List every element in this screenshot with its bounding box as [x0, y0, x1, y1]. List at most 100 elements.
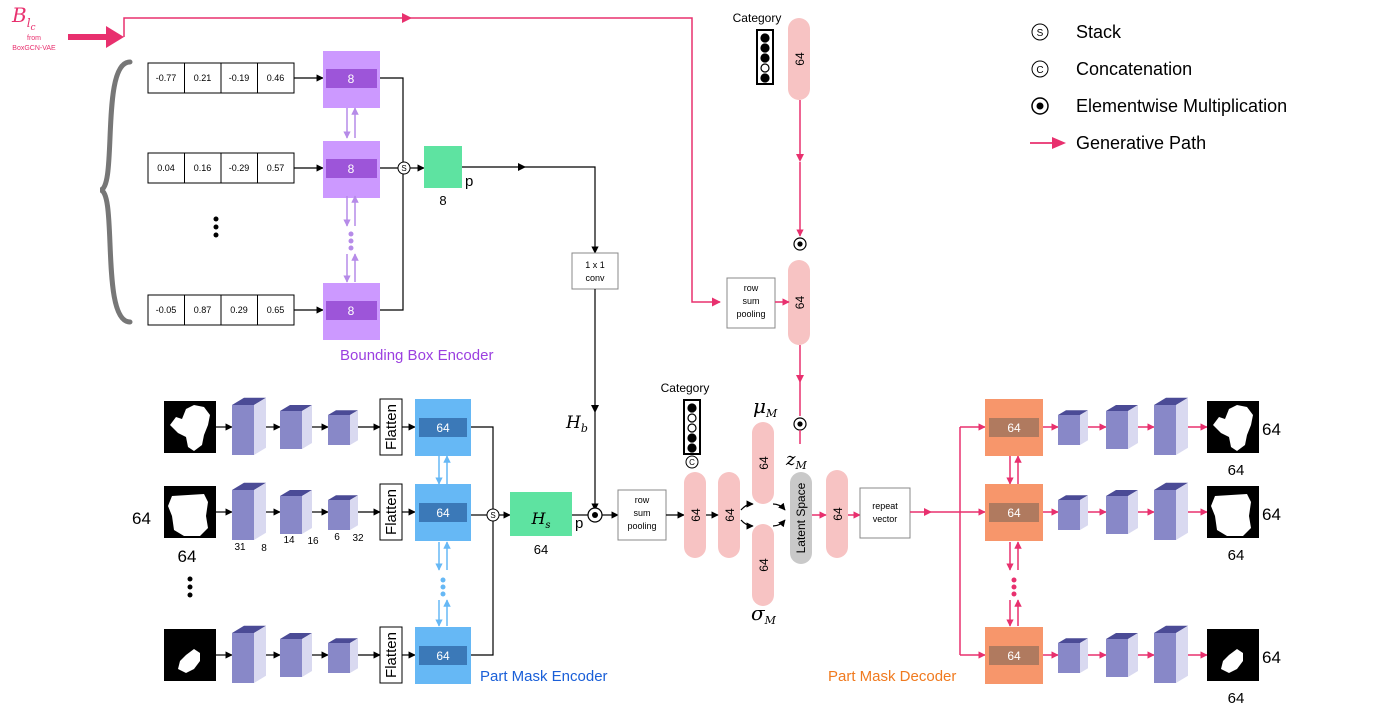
hs-p-label: p: [575, 515, 583, 532]
legend-label: Elementwise Multiplication: [1076, 96, 1287, 116]
decoder-fc-label: 64: [1007, 649, 1021, 663]
output-dim-right: 64: [1262, 505, 1281, 524]
bbox-value: -0.05: [156, 305, 177, 315]
output-dim-right: 64: [1262, 648, 1281, 667]
svg-text:C: C: [689, 458, 695, 467]
bbox-fc-label: 8: [348, 162, 355, 176]
output-dim-below: 64: [1228, 462, 1245, 479]
mask-fc-label: 64: [436, 506, 450, 520]
deconv-layer-3: [1154, 626, 1188, 683]
sigma-bar: 64: [752, 524, 774, 606]
conv-line1: 1 x 1: [585, 260, 605, 270]
category-dot: [688, 434, 696, 442]
bbox-ellipsis: [214, 217, 219, 238]
output-dim-below: 64: [1228, 547, 1245, 564]
legend-item: Elementwise Multiplication: [1032, 96, 1287, 116]
deconv-layer-1: [1058, 638, 1088, 673]
svg-text:pooling: pooling: [627, 521, 656, 531]
svg-text:sum: sum: [633, 508, 650, 518]
bbox-fc-label: 8: [348, 304, 355, 318]
mul-symbol-top: [794, 238, 806, 250]
bbox-merge-lines: [380, 78, 403, 310]
mul-symbol-encoder: [588, 508, 602, 522]
svg-text:row: row: [744, 283, 759, 293]
bbox-value: -0.19: [229, 73, 250, 83]
bar-dim-label: 64: [757, 456, 771, 470]
conv-layer-1: [232, 398, 266, 455]
deconv-layer-2: [1106, 405, 1138, 449]
svg-text:pooling: pooling: [736, 309, 765, 319]
deconv-layer-3: [1154, 483, 1188, 540]
bbox-value: 0.16: [194, 163, 212, 173]
stack-symbol-mask: S: [487, 509, 499, 521]
bbox-fc-label: 8: [348, 72, 355, 86]
category-dot: [688, 424, 696, 432]
mask-image: [1207, 401, 1259, 453]
mu-label: μM: [753, 394, 778, 420]
conv-dim: 14: [283, 535, 295, 546]
bbox-pooled-block: [424, 146, 462, 188]
svg-text:BoxGCN-VAE: BoxGCN-VAE: [12, 45, 56, 52]
bbox-value: 0.87: [194, 305, 212, 315]
mask-image: [164, 629, 216, 681]
conv-layer-3: [328, 495, 358, 530]
legend-label: Generative Path: [1076, 133, 1206, 153]
conv-dim: 32: [352, 533, 364, 544]
category-label-mid: Category: [661, 381, 710, 395]
bar-dim-label: 64: [793, 52, 807, 66]
deconv-layer-2: [1106, 490, 1138, 534]
bbox-value: 0.65: [267, 305, 285, 315]
category-dot: [761, 54, 769, 62]
flatten-label: Flatten: [383, 632, 400, 678]
hb-label: Hb: [565, 413, 588, 435]
bbox-value: -0.29: [229, 163, 250, 173]
generative-fc-bar: 64: [788, 260, 810, 345]
bbox-value: 0.04: [157, 163, 175, 173]
legend-label: Concatenation: [1076, 59, 1192, 79]
bbox-row: -0.05 0.87 0.29 0.65 8: [148, 283, 380, 340]
conv-dim: 6: [334, 532, 340, 543]
bar-dim-label: 64: [689, 508, 703, 522]
svg-text:repeat: repeat: [872, 501, 898, 511]
conv-layer-2: [280, 633, 312, 677]
stack-symbol-bbox: S: [398, 162, 410, 174]
conv-layer-1: [232, 626, 266, 683]
legend-item: S Stack: [1032, 22, 1122, 42]
deconv-layer-2: [1106, 633, 1138, 677]
bbox-p-label: p: [465, 173, 473, 190]
mask-dim-left: 64: [132, 509, 151, 528]
bbox-value: 0.29: [230, 305, 248, 315]
mask-merge-lines: [471, 427, 493, 655]
z-label: zM: [785, 449, 807, 472]
conv-dim: 16: [307, 536, 319, 547]
legend-item: Generative Path: [1030, 133, 1206, 153]
bbox-row: 0.040.16-0.290.578: [148, 141, 380, 198]
svg-text:S: S: [1037, 28, 1044, 39]
decoder-fc-label: 64: [1007, 506, 1021, 520]
deconv-layer-1: [1058, 410, 1088, 445]
category-dot: [761, 44, 769, 52]
category-vector-mid: [684, 400, 700, 454]
bar-dim-label: 64: [831, 507, 845, 521]
bbox-value: -0.77: [156, 73, 177, 83]
conv-layer-3: [328, 410, 358, 445]
svg-text:S: S: [401, 164, 406, 173]
mu-bar: 64: [752, 422, 774, 504]
category-dot: [761, 34, 769, 42]
part-mask-encoder-title: Part Mask Encoder: [480, 668, 608, 685]
deconv-layer-3: [1154, 398, 1188, 455]
mask-decoder-row: 64 64 64: [985, 483, 1281, 564]
flatten-label: Flatten: [383, 404, 400, 450]
conv-layer-2: [280, 405, 312, 449]
repeat-vector-box: [860, 488, 910, 538]
bbox-dim-label: 8: [439, 193, 446, 208]
mask-image: [1207, 486, 1259, 538]
legend-label: Stack: [1076, 22, 1122, 42]
svg-text:S: S: [490, 511, 495, 520]
input-brace: [100, 62, 130, 322]
generative-path-icon: [1052, 137, 1066, 149]
conv-line2: conv: [585, 273, 605, 283]
p-to-conv-line: [462, 167, 595, 253]
category-dot: [688, 414, 696, 422]
